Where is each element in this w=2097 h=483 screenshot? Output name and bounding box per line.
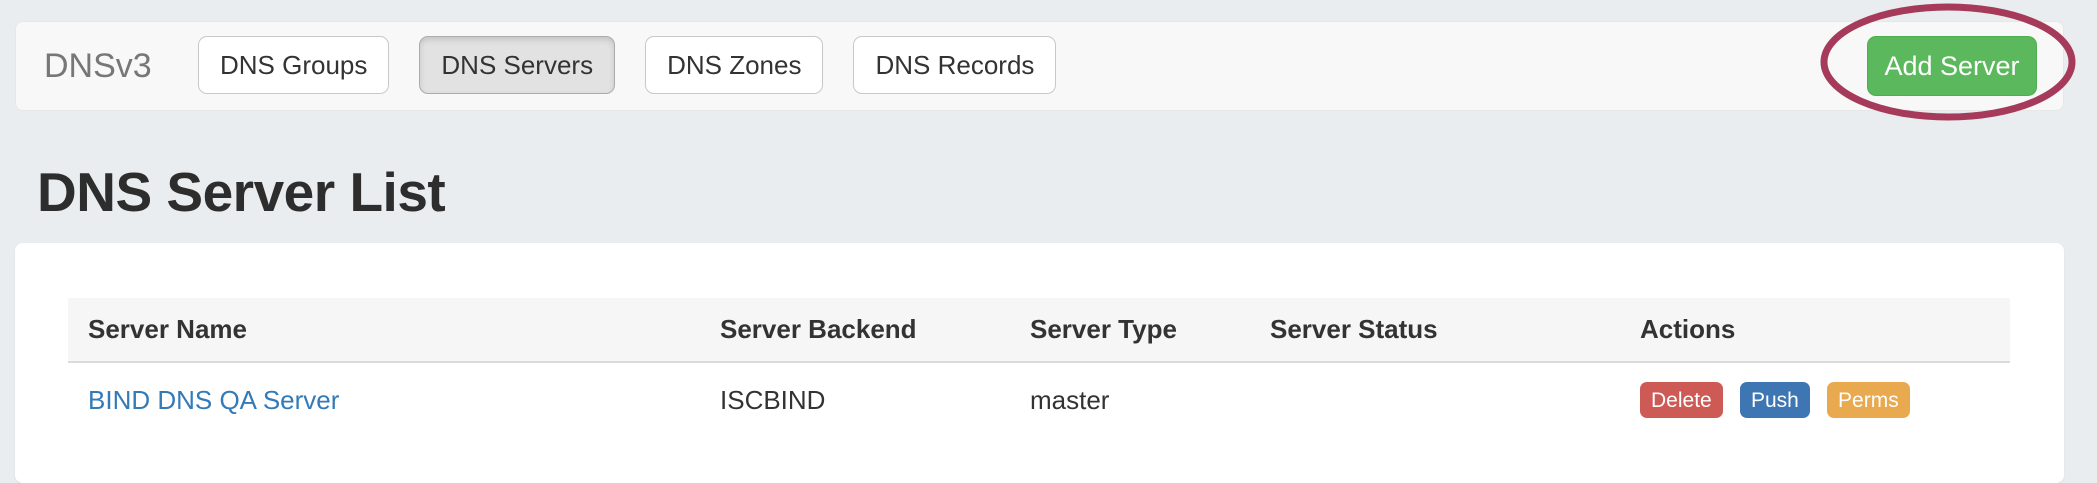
push-button[interactable]: Push (1739, 382, 1810, 418)
column-header-server-name: Server Name (68, 298, 700, 363)
server-table: Server Name Server Backend Server Type S… (68, 298, 2010, 432)
cell-actions: Delete Push Perms (1620, 362, 2010, 432)
nav-button-dns-servers[interactable]: DNS Servers (419, 36, 616, 94)
nav-button-dns-zones[interactable]: DNS Zones (645, 36, 824, 94)
page-title: DNS Server List (37, 161, 446, 223)
table-row: BIND DNS QA Server ISCBIND master Delete… (68, 362, 2010, 432)
server-list-card: Server Name Server Backend Server Type S… (15, 243, 2064, 483)
server-name-link[interactable]: BIND DNS QA Server (88, 384, 340, 415)
nav-button-group: DNS Groups DNS Servers DNS Zones DNS Rec… (198, 36, 1057, 94)
top-navbar: DNSv3 DNS Groups DNS Servers DNS Zones D… (15, 21, 2064, 111)
nav-button-dns-records[interactable]: DNS Records (853, 36, 1057, 94)
add-server-button[interactable]: Add Server (1867, 36, 2037, 96)
column-header-server-backend: Server Backend (700, 298, 1010, 363)
cell-server-type: master (1030, 384, 1110, 415)
brand-logo[interactable]: DNSv3 (44, 46, 152, 85)
perms-button[interactable]: Perms (1827, 382, 1910, 418)
cell-server-name: BIND DNS QA Server (68, 362, 700, 432)
nav-button-dns-groups[interactable]: DNS Groups (198, 36, 390, 94)
column-header-server-type: Server Type (1010, 298, 1250, 363)
cell-server-status (1250, 362, 1620, 432)
column-header-server-status: Server Status (1250, 298, 1620, 363)
table-header-row: Server Name Server Backend Server Type S… (68, 298, 2010, 363)
column-header-actions: Actions (1620, 298, 2010, 363)
delete-button[interactable]: Delete (1640, 382, 1723, 418)
cell-server-backend: ISCBIND (720, 384, 826, 415)
